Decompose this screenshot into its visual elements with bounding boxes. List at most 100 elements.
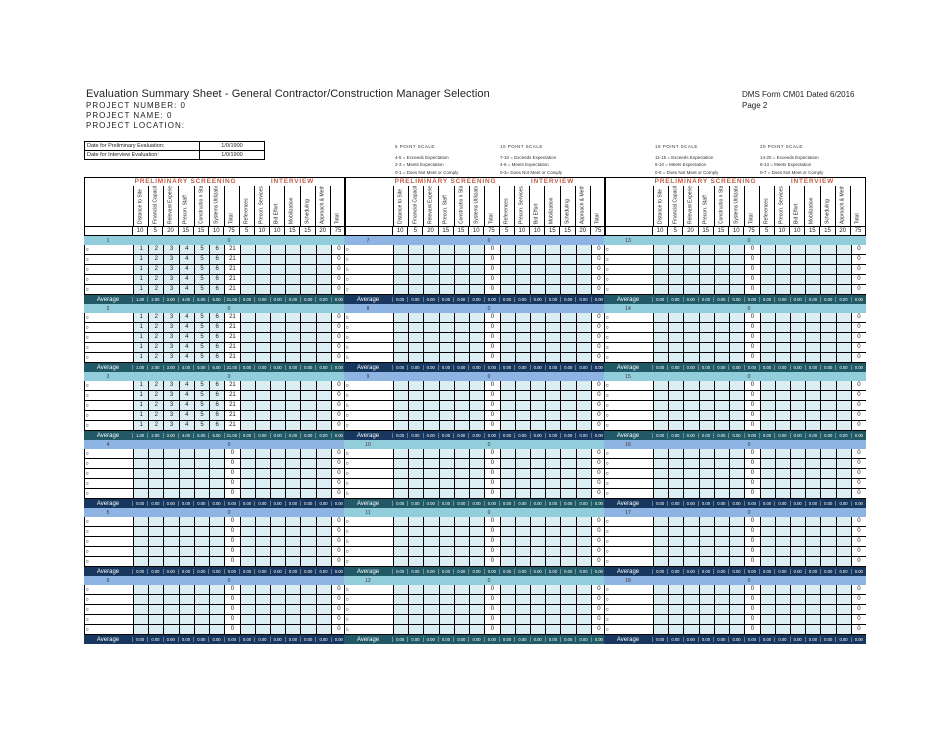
score-input-cell[interactable] — [575, 381, 591, 390]
score-input-cell[interactable] — [239, 527, 255, 536]
score-input-cell[interactable] — [315, 401, 331, 410]
score-input-cell[interactable] — [423, 595, 439, 604]
score-input-cell[interactable] — [820, 255, 836, 264]
score-input-cell[interactable] — [729, 381, 745, 390]
score-input-cell[interactable] — [529, 615, 546, 624]
score-input-cell[interactable] — [820, 411, 836, 420]
score-input-cell[interactable] — [653, 323, 669, 332]
score-input-cell[interactable] — [453, 275, 470, 284]
score-input-cell[interactable] — [713, 313, 730, 322]
score-input-cell[interactable] — [575, 449, 591, 458]
score-input-cell[interactable] — [835, 343, 851, 352]
score-input-cell[interactable] — [408, 313, 424, 322]
score-input-cell[interactable] — [713, 401, 730, 410]
score-input-cell[interactable]: 5 — [193, 381, 210, 390]
score-input-cell[interactable] — [499, 353, 515, 362]
score-input-cell[interactable] — [469, 527, 485, 536]
score-input-cell[interactable] — [820, 585, 836, 594]
score-input-cell[interactable]: 2 — [148, 255, 164, 264]
score-input-cell[interactable] — [713, 411, 730, 420]
score-input-cell[interactable] — [668, 595, 684, 604]
score-input-cell[interactable] — [774, 585, 790, 594]
score-input-cell[interactable] — [423, 313, 439, 322]
score-input-cell[interactable] — [239, 489, 255, 498]
score-input-cell[interactable] — [315, 479, 331, 488]
score-input-cell[interactable] — [453, 255, 470, 264]
score-input-cell[interactable] — [713, 449, 730, 458]
score-input-cell[interactable] — [499, 323, 515, 332]
score-input-cell[interactable] — [545, 625, 561, 634]
score-input-cell[interactable] — [713, 343, 730, 352]
score-input-cell[interactable] — [453, 459, 470, 468]
score-input-cell[interactable] — [315, 353, 331, 362]
score-input-cell[interactable] — [254, 353, 270, 362]
score-input-cell[interactable] — [193, 479, 210, 488]
score-input-cell[interactable] — [789, 547, 806, 556]
score-input-cell[interactable] — [575, 527, 591, 536]
score-input-cell[interactable] — [560, 489, 576, 498]
score-input-cell[interactable] — [254, 391, 270, 400]
score-input-cell[interactable] — [133, 479, 149, 488]
score-input-cell[interactable] — [759, 489, 775, 498]
score-input-cell[interactable] — [453, 265, 470, 274]
score-input-cell[interactable] — [239, 595, 255, 604]
score-input-cell[interactable] — [805, 343, 821, 352]
score-input-cell[interactable] — [698, 615, 714, 624]
score-input-cell[interactable] — [423, 605, 439, 614]
score-input-cell[interactable] — [393, 323, 409, 332]
score-input-cell[interactable] — [423, 411, 439, 420]
score-input-cell[interactable] — [545, 411, 561, 420]
score-input-cell[interactable] — [729, 275, 745, 284]
score-input-cell[interactable] — [774, 459, 790, 468]
score-input-cell[interactable] — [805, 313, 821, 322]
score-input-cell[interactable] — [759, 615, 775, 624]
score-input-cell[interactable] — [835, 469, 851, 478]
score-input-cell[interactable] — [729, 595, 745, 604]
score-input-cell[interactable]: 3 — [163, 255, 179, 264]
score-input-cell[interactable]: 3 — [163, 411, 179, 420]
score-input-cell[interactable] — [560, 595, 576, 604]
score-input-cell[interactable] — [820, 479, 836, 488]
score-input-cell[interactable] — [545, 595, 561, 604]
score-input-cell[interactable]: 1 — [133, 285, 149, 294]
score-input-cell[interactable]: 1 — [133, 381, 149, 390]
score-input-cell[interactable] — [545, 547, 561, 556]
score-input-cell[interactable] — [438, 411, 454, 420]
score-input-cell[interactable] — [423, 255, 439, 264]
score-input-cell[interactable] — [560, 391, 576, 400]
score-input-cell[interactable] — [759, 479, 775, 488]
score-input-cell[interactable] — [438, 585, 454, 594]
score-input-cell[interactable]: 4 — [178, 323, 194, 332]
score-input-cell[interactable] — [545, 323, 561, 332]
score-input-cell[interactable] — [820, 275, 836, 284]
score-input-cell[interactable] — [300, 353, 316, 362]
score-input-cell[interactable] — [393, 449, 409, 458]
score-input-cell[interactable] — [789, 323, 806, 332]
score-input-cell[interactable] — [209, 469, 225, 478]
score-input-cell[interactable] — [408, 595, 424, 604]
score-input-cell[interactable] — [178, 517, 194, 526]
score-input-cell[interactable] — [668, 245, 684, 254]
score-input-cell[interactable] — [133, 459, 149, 468]
score-input-cell[interactable] — [774, 285, 790, 294]
score-input-cell[interactable] — [668, 391, 684, 400]
score-input-cell[interactable]: 2 — [148, 421, 164, 430]
score-input-cell[interactable] — [315, 411, 331, 420]
score-input-cell[interactable] — [148, 557, 164, 566]
score-input-cell[interactable] — [545, 285, 561, 294]
score-input-cell[interactable] — [545, 245, 561, 254]
score-input-cell[interactable]: 6 — [209, 401, 225, 410]
score-input-cell[interactable] — [254, 537, 270, 546]
score-input-cell[interactable] — [393, 275, 409, 284]
score-input-cell[interactable] — [300, 275, 316, 284]
score-input-cell[interactable]: 3 — [163, 265, 179, 274]
score-input-cell[interactable] — [469, 595, 485, 604]
score-input-cell[interactable] — [560, 527, 576, 536]
score-input-cell[interactable] — [729, 625, 745, 634]
score-input-cell[interactable] — [759, 333, 775, 342]
score-input-cell[interactable] — [285, 595, 301, 604]
score-input-cell[interactable] — [438, 255, 454, 264]
score-input-cell[interactable]: 2 — [148, 323, 164, 332]
score-input-cell[interactable] — [698, 275, 714, 284]
score-input-cell[interactable] — [423, 625, 439, 634]
